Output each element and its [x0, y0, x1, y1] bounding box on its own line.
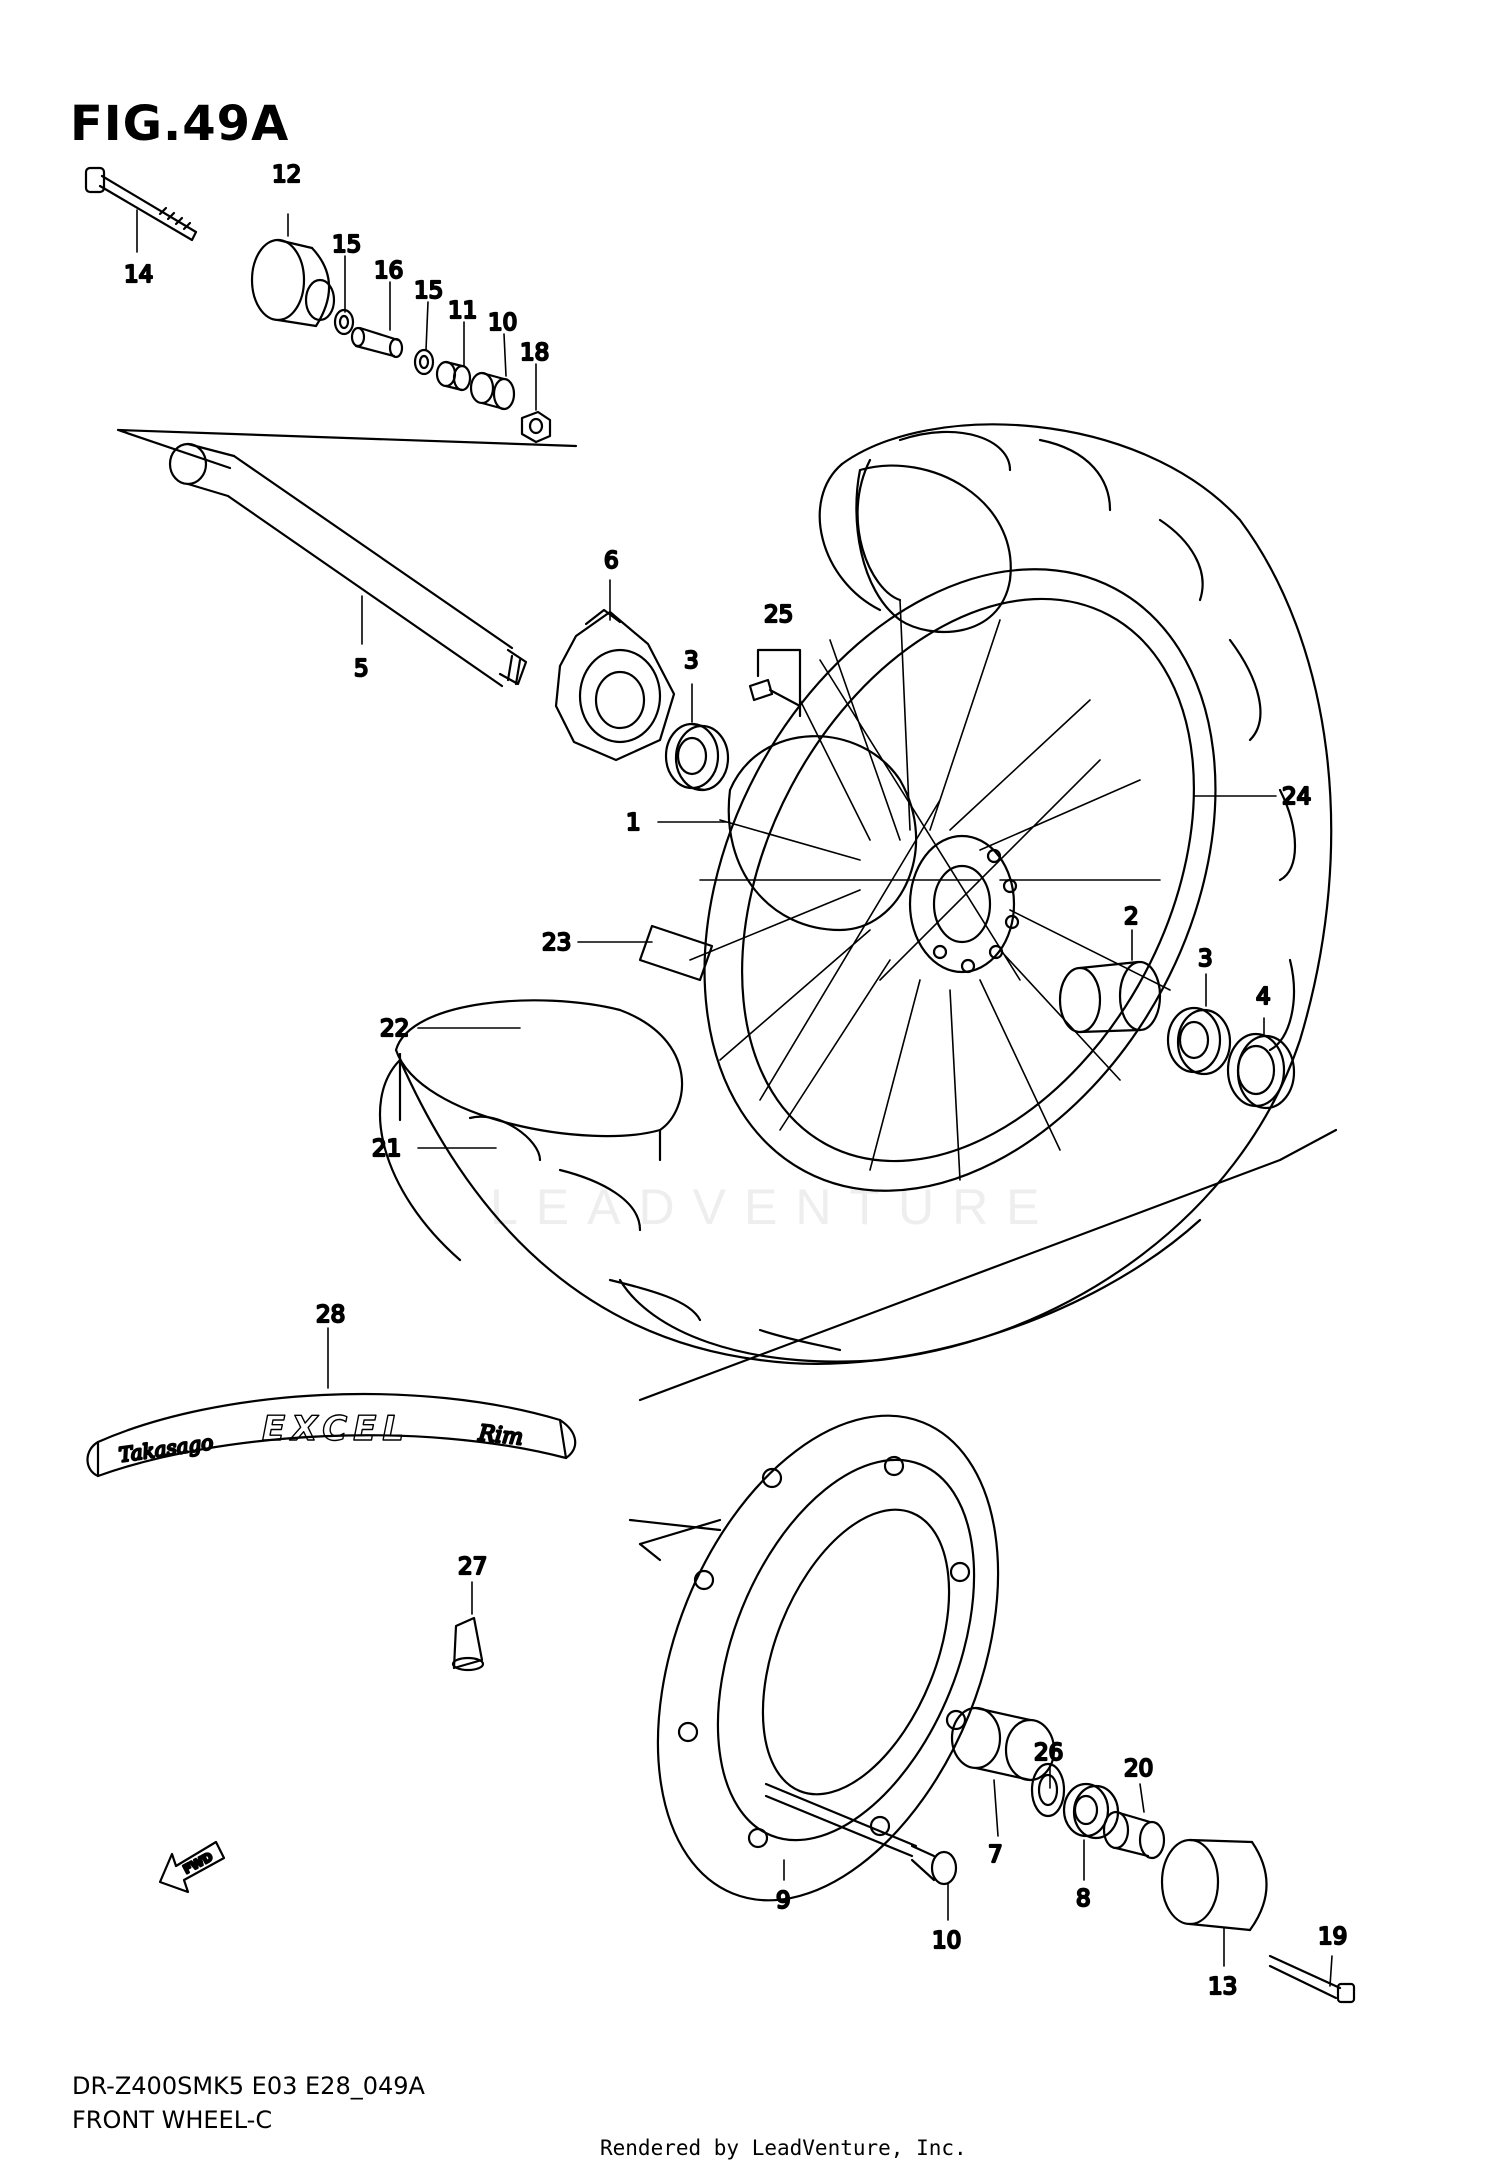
- leader-lines: [136, 209, 1333, 1987]
- model-code: DR-Z400SMK5 E03 E28_049A: [72, 2072, 425, 2100]
- callout-18: 18: [520, 340, 549, 366]
- part-27-valve-cap: [451, 1616, 485, 1672]
- part-13-collar: [250, 238, 336, 328]
- callout-labels: 14 12 15 16 15 11 10 18 5 6 3 25 1 24 2 …: [123, 161, 1348, 2001]
- explode-line-disc: [638, 1518, 722, 1546]
- callout-28: 28: [316, 1302, 345, 1328]
- part-8-bearing: [1062, 1782, 1120, 1840]
- wheel-spokes: [689, 599, 1171, 1181]
- figure-title: FIG.49A: [70, 96, 290, 152]
- part-22-tube: [394, 464, 1012, 1162]
- part-15-washer: [333, 308, 355, 336]
- callout-21: 21: [372, 1136, 401, 1162]
- callout-6: 6: [604, 548, 619, 574]
- callout-15b: 15: [414, 278, 443, 304]
- callout-27: 27: [458, 1554, 487, 1580]
- part-15b-washer: [413, 348, 435, 376]
- explode-line-top: [116, 428, 578, 470]
- callout-7: 7: [988, 1842, 1003, 1868]
- figure-subtitle: FRONT WHEEL-C: [72, 2106, 273, 2134]
- part-1-rim-hub: [703, 568, 1217, 1192]
- callout-16: 16: [374, 258, 403, 284]
- callout-24: 24: [1282, 784, 1311, 810]
- callout-3: 3: [684, 648, 699, 674]
- callout-9: 9: [776, 1888, 791, 1914]
- part-20-spacer: [1102, 1810, 1166, 1860]
- decal-brand-text: Takasago: [117, 1430, 214, 1467]
- part-24-tire: [618, 423, 1333, 1363]
- part-12-collar: [435, 360, 472, 392]
- callout-10: 10: [932, 1928, 961, 1954]
- render-credit: Rendered by LeadVenture, Inc.: [600, 2136, 967, 2160]
- part-5-axle: [168, 442, 528, 688]
- callout-14: 13: [1208, 1974, 1237, 2000]
- decal-name-text: EXCEL: [262, 1409, 410, 1449]
- part-18-nut: [520, 410, 552, 444]
- fwd-arrow-icon: FWD: [158, 1840, 226, 1894]
- callout-15: 15: [332, 232, 361, 258]
- part-6-speedo-gear: [554, 608, 676, 762]
- part-7-spacer: [950, 1706, 1056, 1782]
- part-23-rim-tape: [638, 924, 714, 982]
- part-3-bearing: [664, 722, 730, 792]
- part-2-spacer: [1058, 960, 1162, 1034]
- part-4-oil-seal: [1226, 1032, 1296, 1110]
- part-9-brake-disc: [628, 1414, 1000, 1902]
- callout-23: 23: [542, 930, 571, 956]
- callout-5: 5: [354, 656, 369, 682]
- callout-25: 25: [764, 602, 793, 628]
- part-11-spacer: [469, 371, 516, 411]
- callout-22: 22: [380, 1016, 409, 1042]
- callout-11: 10: [488, 310, 517, 336]
- part-17-bolt: [84, 166, 198, 242]
- part-28-rim-decal: Takasago EXCEL Rim: [86, 1392, 577, 1478]
- callout-8: 8: [1076, 1886, 1091, 1912]
- part-16-spacer: [350, 326, 404, 359]
- part-10-disc-bolt: [764, 1782, 958, 1886]
- decal-suffix-text: Rim: [476, 1421, 524, 1451]
- part-25-spoke-nipple: [748, 678, 802, 708]
- callout-2: 2: [1124, 904, 1139, 930]
- explode-line-mid: [638, 1128, 1338, 1402]
- part-26-oil-seal: [1030, 1762, 1066, 1818]
- bracket-25: [756, 648, 802, 718]
- part-14-collar: [1160, 1838, 1268, 1932]
- callout-17: 14: [124, 262, 153, 288]
- part-3b-bearing: [1166, 1006, 1232, 1076]
- explode-line-disc2: [638, 1542, 662, 1562]
- callout-3b: 3: [1198, 946, 1213, 972]
- callout-4: 4: [1256, 984, 1271, 1010]
- callout-26: 26: [1034, 1740, 1063, 1766]
- part-21-tire-front-half: [378, 1058, 1202, 1365]
- watermark: LEADVENTURE: [490, 1179, 1058, 1235]
- callout-12: 11: [448, 298, 477, 324]
- callout-20: 20: [1124, 1756, 1153, 1782]
- callout-1: 1: [626, 810, 641, 836]
- callout-13: 12: [272, 162, 301, 188]
- part-19-bolt: [1268, 1954, 1356, 2004]
- callout-19: 19: [1318, 1924, 1347, 1950]
